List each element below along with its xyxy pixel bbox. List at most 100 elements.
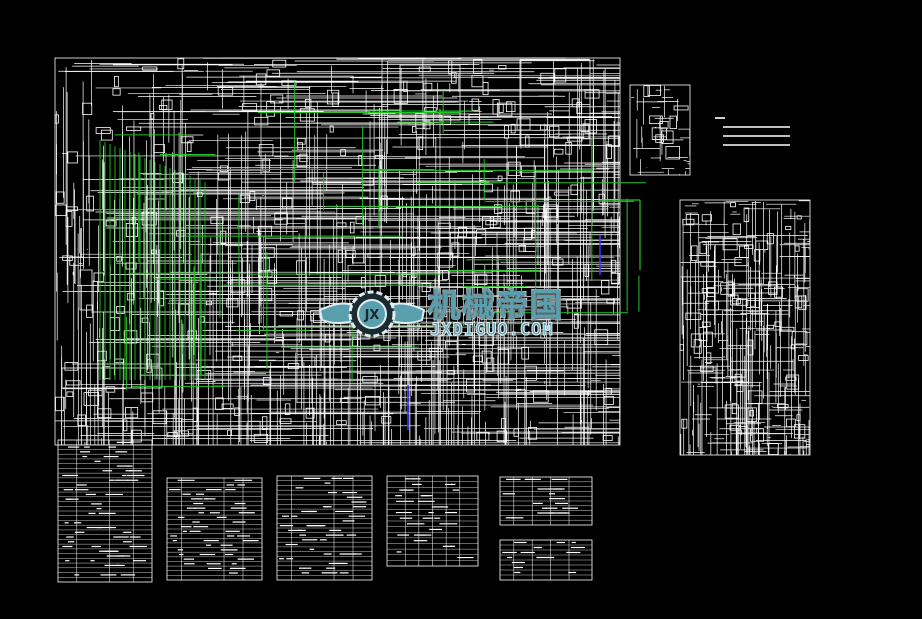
component-symbol <box>466 378 475 393</box>
component-symbol <box>731 298 741 305</box>
component-symbol <box>474 274 488 285</box>
component-symbol <box>232 355 243 361</box>
component-symbol <box>77 414 86 426</box>
component-symbol <box>504 125 509 139</box>
component-symbol <box>186 141 192 153</box>
emblem-text: JX <box>364 308 380 323</box>
component-symbol <box>516 388 526 398</box>
component-symbol <box>732 223 741 236</box>
component-symbol <box>611 259 617 273</box>
component-symbol <box>766 324 775 329</box>
component-symbol <box>471 98 480 111</box>
watermark-title: 机械帝国 <box>427 285 565 325</box>
component-symbol <box>536 310 551 321</box>
component-symbol <box>340 149 346 157</box>
component-symbol <box>570 184 579 195</box>
component-symbol <box>785 225 792 230</box>
tank-symbol <box>61 367 163 389</box>
component-symbol <box>83 392 100 406</box>
component-symbol <box>393 89 408 104</box>
component-symbol <box>373 344 381 351</box>
component-symbol <box>682 218 695 226</box>
component-symbol <box>518 245 526 252</box>
component-symbol <box>458 226 467 238</box>
component-symbol <box>259 287 273 301</box>
component-symbol <box>524 365 537 381</box>
component-symbol <box>55 204 67 216</box>
component-symbol <box>472 355 483 363</box>
component-symbol <box>566 299 582 309</box>
component-symbol <box>65 380 81 386</box>
component-symbol <box>798 295 807 310</box>
component-symbol <box>349 221 355 234</box>
component-symbol <box>540 124 548 131</box>
turbine-symbol <box>519 59 591 146</box>
component-symbol <box>481 350 492 364</box>
component-symbol <box>573 313 579 329</box>
component-symbol <box>791 331 808 346</box>
component-symbol <box>329 125 334 133</box>
pipeline-lines <box>99 81 646 391</box>
component-symbol <box>86 304 94 318</box>
component-symbol <box>700 365 714 372</box>
component-symbol <box>249 191 256 202</box>
component-symbol <box>496 102 513 117</box>
component-symbol <box>65 211 73 227</box>
component-symbol <box>100 129 113 141</box>
component-symbol <box>798 355 809 361</box>
component-symbol <box>401 372 409 387</box>
component-symbol <box>496 430 507 443</box>
component-symbol <box>651 127 667 141</box>
component-symbol <box>525 135 530 148</box>
component-symbol <box>774 286 783 298</box>
component-symbol <box>158 290 164 307</box>
component-symbol <box>64 362 79 371</box>
component-symbol <box>606 298 615 304</box>
component-symbol <box>284 403 291 415</box>
component-symbol <box>720 282 735 295</box>
component-symbol <box>345 249 356 259</box>
turbine-symbol <box>399 64 461 121</box>
component-symbol <box>793 424 806 439</box>
component-symbol <box>673 105 689 111</box>
component-symbol <box>743 207 750 223</box>
component-symbol <box>219 165 228 172</box>
component-symbol <box>533 390 549 403</box>
component-symbol <box>411 247 416 256</box>
component-symbol <box>482 81 489 96</box>
component-symbol <box>255 73 267 86</box>
component-symbol <box>125 262 137 270</box>
component-symbol <box>485 220 497 226</box>
component-symbol <box>598 193 605 204</box>
component-symbol <box>466 309 473 318</box>
component-symbol <box>262 377 272 385</box>
component-symbol <box>691 245 698 261</box>
component-symbol <box>131 429 142 443</box>
component-symbol <box>510 123 516 134</box>
component-symbol <box>217 172 230 181</box>
component-symbol <box>141 212 157 226</box>
component-symbol <box>703 331 713 347</box>
component-symbol <box>786 418 796 428</box>
component-symbol <box>506 101 516 113</box>
component-symbol <box>796 414 801 422</box>
component-symbol <box>736 299 749 306</box>
component-symbol <box>205 300 212 306</box>
component-symbol <box>297 310 304 321</box>
component-symbol <box>729 424 742 431</box>
component-symbol <box>86 195 95 212</box>
component-symbol <box>112 88 121 96</box>
component-symbol <box>649 115 663 125</box>
component-symbol <box>731 403 738 415</box>
component-symbol <box>281 80 297 86</box>
component-symbol <box>507 161 521 176</box>
component-symbol <box>296 155 308 167</box>
component-symbol <box>746 407 757 423</box>
component-symbol <box>601 280 610 295</box>
component-symbol <box>374 275 387 287</box>
component-symbol <box>699 241 707 255</box>
component-symbol <box>180 419 194 435</box>
component-symbol <box>437 222 451 229</box>
component-symbol <box>704 300 719 311</box>
component-symbol <box>497 349 510 365</box>
